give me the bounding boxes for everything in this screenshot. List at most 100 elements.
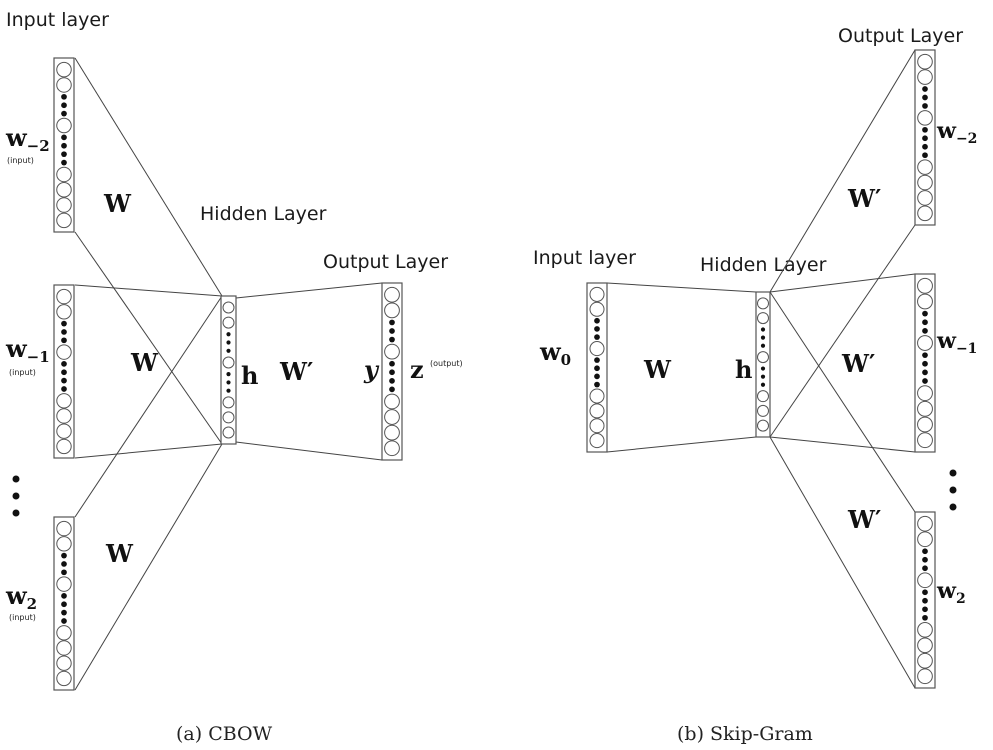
ellipsis-dot [61,609,67,616]
neuron-node [56,670,72,687]
neuron-node [56,408,72,424]
cbow-hidden-layer-title: Hidden Layer [200,203,327,225]
ellipsis-dot [226,340,231,345]
ellipsis-dot [922,369,928,376]
svg-text:w2: w2 [5,581,37,613]
ellipsis-dot [594,326,600,332]
neuron-node [56,640,72,656]
cbow-diagram: Input layer Hidden Layer Output Layer [5,9,463,745]
skipgram-input-layer-title: Input layer [533,247,636,269]
svg-text:(input): (input) [7,156,34,165]
ellipsis-dot [922,328,928,334]
neuron-node [917,190,933,206]
ellipsis-dot [594,317,600,324]
neuron-node [222,316,235,329]
cbow-weight-w-3: W [105,539,134,568]
ellipsis-dot [760,382,766,387]
ellipsis-dot [61,320,67,327]
neuron-node [917,432,933,449]
ellipsis-dot [61,102,67,109]
ellipsis-dot [922,126,928,133]
neuron-node [222,301,235,314]
ellipsis-dot [61,386,67,392]
ellipsis-dot [922,319,928,326]
neuron-node [56,197,72,213]
skipgram-input-word-label: w0 [539,337,571,369]
cbow-caption: (a) CBOW [176,723,273,745]
cbow-output-y-label: y [363,355,380,384]
neuron-node [917,515,933,532]
skipgram-output-vector-3 [914,511,936,689]
ellipsis-dot [226,388,231,393]
ellipsis-dot [922,152,928,159]
neuron-node [222,396,235,409]
ellipsis-dot [594,334,600,340]
skipgram-hidden-layer-title: Hidden Layer [700,254,827,276]
ellipsis-dot [61,159,67,166]
skipgram-weight-w-prime-1: W′ [847,184,881,213]
ellipsis-dot [389,360,395,367]
skipgram-diagram: Output Layer Input layer Hidden Layer [533,25,977,745]
neuron-node [757,390,769,403]
neuron-node [56,625,72,641]
cbow-input-word-3-label: w2 (input) [5,581,37,622]
ellipsis-dot [61,593,67,599]
ellipsis-dot [389,369,395,376]
neuron-node [757,312,769,325]
neuron-node [56,61,72,78]
neuron-node [757,351,769,364]
ellipsis-dot [61,134,67,141]
ellipsis-dot [922,103,928,109]
neuron-node [917,385,933,402]
neuron-node [917,293,933,310]
neuron-node [222,411,235,424]
neuron-node [917,335,933,351]
ellipsis-dot [922,548,928,555]
neuron-node [589,341,605,357]
ellipsis-dot [922,360,928,367]
skipgram-caption: (b) Skip-Gram [677,723,813,745]
neuron-node [56,423,72,439]
skipgram-output-vector-2 [914,273,936,453]
cbow-input-vector-2 [53,284,75,459]
neuron-node [384,440,400,457]
neuron-node [917,174,933,191]
ellipsis-dot [760,374,766,379]
neuron-node [917,668,933,685]
skipgram-output-word-3-label: w2 [936,578,966,607]
neuron-node [222,426,235,439]
neuron-node [917,416,933,433]
ellipsis-dot [61,369,67,376]
neuron-node [917,621,933,638]
ellipsis-dot [61,151,67,158]
ellipsis-dot [594,365,600,372]
ellipsis-dot [61,618,67,624]
ellipsis-dot [389,328,395,334]
cbow-hidden-vector [220,295,237,445]
ellipsis-dot [61,561,67,567]
skipgram-output-vector-1 [914,49,936,226]
skipgram-more-outputs-ellipsis [949,469,957,511]
cbow-weight-w-2: W [130,348,159,377]
ellipsis-dot [61,569,67,576]
ellipsis-dot [226,348,231,353]
ellipsis-dot [389,336,395,343]
cbow-output-tag: (output) [430,359,463,368]
ellipsis-dot [226,332,231,337]
ellipsis-dot [922,589,928,596]
ellipsis-dot [922,352,928,359]
cbow-output-z-label: z [410,355,424,384]
neuron-node [384,343,400,360]
ellipsis-dot [61,361,67,367]
ellipsis-dot [594,381,600,388]
ellipsis-dot [61,142,67,149]
skipgram-output-word-1-label: w−2 [936,118,977,147]
svg-text:w−1: w−1 [5,334,50,366]
skipgram-output-layer-title: Output Layer [838,25,963,47]
neuron-node [56,166,72,183]
ellipsis-dot [760,343,766,348]
svg-text:w−2: w−2 [5,123,50,155]
neuron-node [384,424,400,441]
ellipsis-dot [922,565,928,572]
neuron-node [56,117,72,134]
